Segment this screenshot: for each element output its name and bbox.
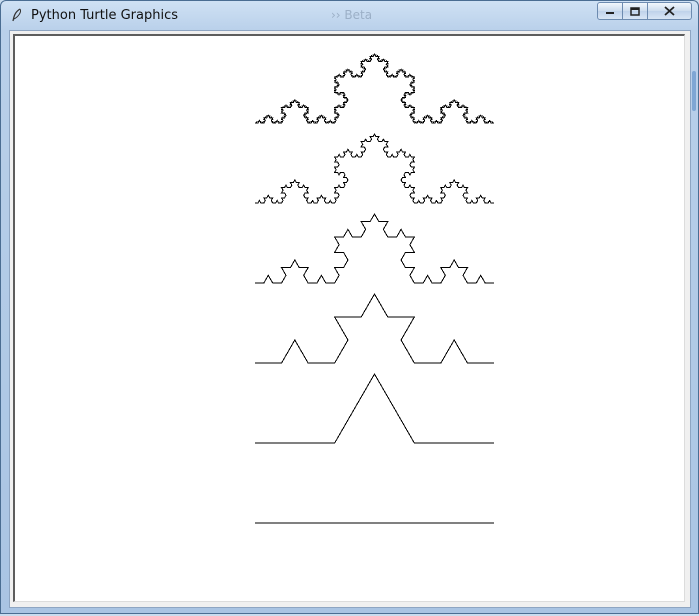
- maximize-icon: [630, 6, 640, 16]
- minimize-icon: [606, 12, 614, 14]
- koch-curve-order-1: [255, 373, 494, 444]
- close-icon: [664, 6, 675, 16]
- maximize-button[interactable]: [623, 2, 648, 20]
- koch-curve-order-5: [255, 53, 494, 124]
- koch-curve-order-3: [255, 213, 494, 284]
- title-bar[interactable]: Python Turtle Graphics ›› Beta: [1, 1, 698, 29]
- caption-buttons: [597, 2, 692, 22]
- window-client-area: [9, 30, 691, 608]
- close-button[interactable]: [648, 2, 692, 20]
- scrollbar-edge[interactable]: [692, 71, 696, 111]
- background-window-text: ›› Beta: [331, 8, 373, 22]
- koch-curve-order-2: [255, 293, 494, 364]
- minimize-button[interactable]: [597, 2, 623, 20]
- feather-icon: [12, 8, 21, 22]
- koch-curve-order-4: [255, 133, 494, 204]
- turtle-canvas[interactable]: [13, 34, 685, 602]
- window-title: Python Turtle Graphics: [31, 8, 178, 23]
